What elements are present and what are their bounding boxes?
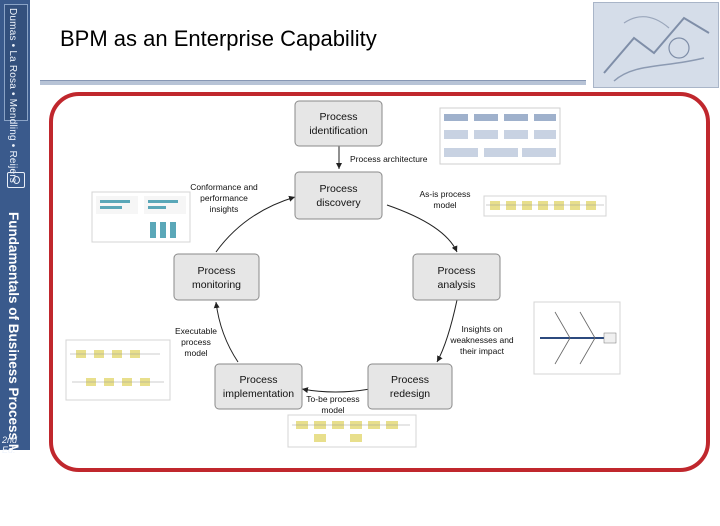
- dashboard-thumbnail: [91, 191, 191, 243]
- arc-discovery-analysis: [386, 204, 458, 253]
- node-process-monitoring: Process monitoring: [173, 253, 260, 301]
- svg-text:Process: Process: [438, 265, 476, 277]
- arc-redesign-implementation: [301, 387, 371, 394]
- svg-text:discovery: discovery: [316, 197, 361, 209]
- annotation-to-be-model: To-be process model: [306, 394, 359, 415]
- fishbone-thumbnail: [533, 301, 621, 375]
- svg-text:Process: Process: [198, 265, 236, 277]
- annotation-as-is-model: As-is process model: [419, 189, 470, 210]
- annotation-process-architecture: Process architecture: [350, 154, 428, 164]
- as-is-model-thumbnail: [483, 195, 607, 217]
- svg-text:To-be process: To-be process: [306, 394, 359, 404]
- svg-text:implementation: implementation: [223, 388, 294, 400]
- svg-text:performance: performance: [200, 193, 248, 203]
- svg-text:model: model: [321, 405, 344, 415]
- svg-text:Executable: Executable: [175, 326, 217, 336]
- node-process-redesign: Process redesign: [367, 363, 453, 410]
- svg-text:Insights on: Insights on: [461, 324, 502, 334]
- arc-analysis-redesign: [436, 299, 458, 363]
- arc-monitoring-discovery: [215, 195, 296, 253]
- publisher-logo-icon: [7, 172, 25, 188]
- annotation-executable-model: Executable process model: [175, 326, 217, 358]
- node-process-implementation: Process implementation: [214, 363, 303, 410]
- svg-text:identification: identification: [309, 125, 368, 137]
- executable-model-thumbnail: [65, 339, 171, 401]
- node-process-identification: Process identification: [294, 100, 383, 147]
- to-be-model-thumbnail: [287, 414, 417, 448]
- node-process-analysis: Process analysis: [412, 253, 501, 301]
- architecture-thumbnail: [439, 107, 561, 165]
- svg-text:Process architecture: Process architecture: [350, 154, 428, 164]
- node-process-discovery: Process discovery: [294, 171, 383, 220]
- svg-text:As-is process: As-is process: [419, 189, 470, 199]
- svg-text:Process: Process: [320, 111, 358, 123]
- authors-panel: [4, 4, 28, 121]
- title-rule: [40, 80, 586, 85]
- svg-text:monitoring: monitoring: [192, 279, 241, 291]
- header-sketch-image: [593, 2, 719, 88]
- authors-text: Dumas • La Rosa • Mendling • Reijers: [7, 8, 18, 183]
- svg-text:Process: Process: [320, 183, 358, 195]
- svg-text:Conformance and: Conformance and: [190, 182, 258, 192]
- svg-text:analysis: analysis: [438, 279, 476, 291]
- svg-text:model: model: [433, 200, 456, 210]
- book-title: Fundamentals of Business Process Managem…: [6, 212, 21, 526]
- svg-text:their impact: their impact: [460, 346, 505, 356]
- svg-text:Process: Process: [240, 374, 278, 386]
- arc-implementation-monitoring: [213, 301, 239, 363]
- annotation-insights: Insights on weaknesses and their impact: [449, 324, 514, 356]
- svg-text:model: model: [184, 348, 207, 358]
- slide-title: BPM as an Enterprise Capability: [60, 26, 377, 51]
- svg-text:weaknesses and: weaknesses and: [449, 335, 514, 345]
- annotation-conformance: Conformance and performance insights: [190, 182, 258, 214]
- bpm-lifecycle-diagram: Process identification Process discovery…: [65, 100, 621, 448]
- svg-text:Process: Process: [391, 374, 429, 386]
- svg-text:insights: insights: [210, 204, 239, 214]
- svg-text:redesign: redesign: [390, 388, 430, 400]
- svg-text:process: process: [181, 337, 211, 347]
